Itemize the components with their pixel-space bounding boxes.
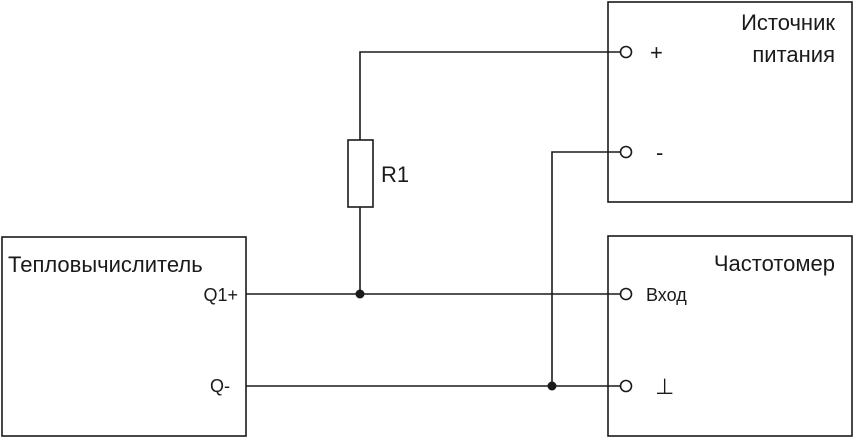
minus-label: - <box>656 140 663 165</box>
terminal-plus <box>619 45 633 59</box>
q-minus-label: Q- <box>210 376 230 396</box>
terminal-input <box>619 287 633 301</box>
heat-calculator-title: Тепловычислитель <box>8 252 203 277</box>
terminal-minus <box>619 145 633 159</box>
junction-dot-ground <box>547 381 557 391</box>
frequency-meter-block <box>607 235 853 437</box>
resistor-r1 <box>347 139 374 208</box>
power-supply-title-line2: питания <box>752 42 835 67</box>
q1-plus-label: Q1+ <box>203 285 238 305</box>
power-supply-title-line1: Источник <box>741 10 835 35</box>
junction-dot-q1 <box>355 289 365 299</box>
wire-minus-to-ground <box>551 151 620 386</box>
resistor-label: R1 <box>381 162 409 187</box>
power-supply-block <box>607 1 853 203</box>
plus-label: + <box>650 40 663 65</box>
ground-symbol-label: ⊥ <box>655 374 674 399</box>
heat-calculator-block <box>1 236 247 437</box>
terminal-ground <box>619 379 633 393</box>
input-label: Вход <box>646 285 687 305</box>
wire-plus-to-resistor <box>359 51 620 140</box>
frequency-meter-title: Частотомер <box>714 251 835 276</box>
